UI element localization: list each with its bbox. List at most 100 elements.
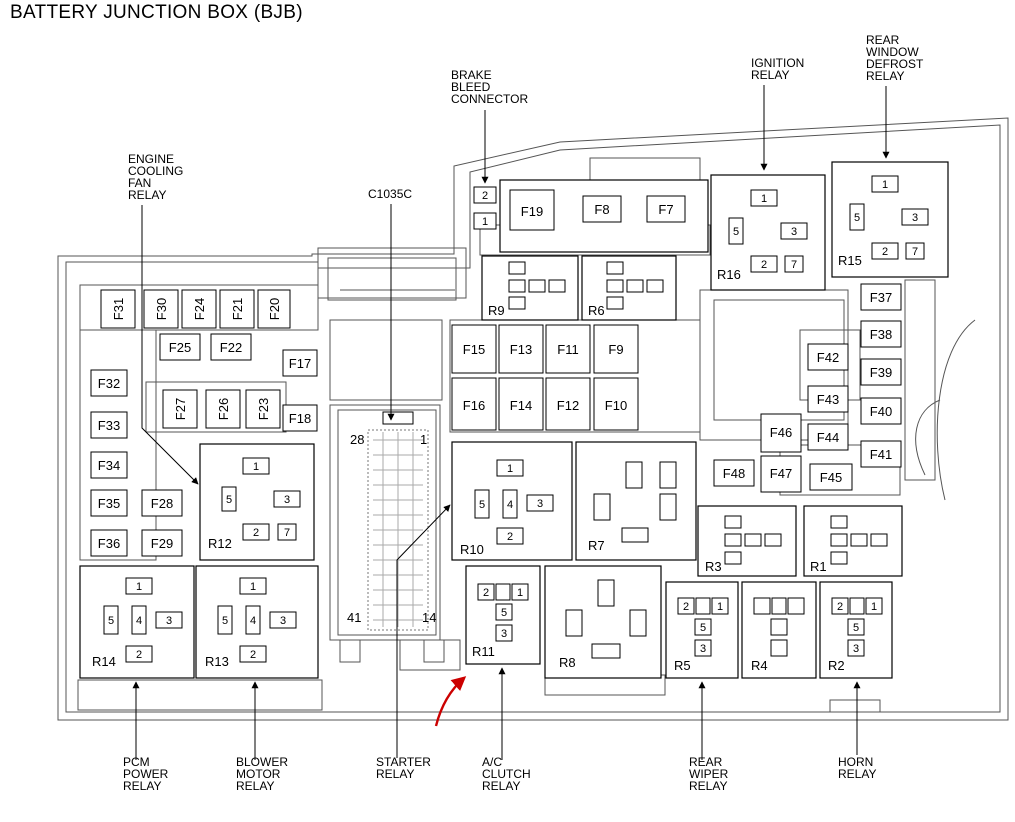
svg-text:2: 2: [761, 259, 767, 271]
svg-text:R15: R15: [838, 253, 862, 268]
svg-text:F46: F46: [770, 425, 792, 440]
svg-text:R9: R9: [488, 303, 505, 318]
relay-R7: R7: [575, 441, 697, 561]
fuse-F38: F38: [860, 320, 902, 348]
svg-text:5: 5: [853, 622, 859, 634]
fuse-F13: F13: [498, 324, 544, 374]
svg-text:R16: R16: [717, 267, 741, 282]
svg-text:F41: F41: [870, 447, 892, 462]
fuse-F19: F19: [509, 189, 555, 231]
fuse-F20: F20: [257, 289, 291, 329]
relay-R4: R4: [741, 581, 817, 679]
svg-text:2: 2: [882, 246, 888, 258]
svg-text:R3: R3: [705, 559, 722, 574]
fuse-F36: F36: [90, 529, 128, 557]
svg-text:7: 7: [912, 246, 918, 258]
relay-R1: R1: [803, 505, 903, 577]
callout-c1035c: C1035C: [368, 187, 412, 421]
svg-text:F31: F31: [111, 298, 126, 320]
fuse-F35: F35: [90, 489, 128, 517]
svg-text:2: 2: [250, 649, 256, 661]
svg-text:1: 1: [253, 461, 259, 473]
svg-text:1: 1: [517, 587, 523, 599]
svg-text:3: 3: [853, 643, 859, 655]
svg-text:F40: F40: [870, 404, 892, 419]
svg-text:F14: F14: [510, 398, 532, 413]
svg-text:R2: R2: [828, 658, 845, 673]
fuse-F31: F31: [100, 289, 136, 329]
svg-text:F21: F21: [230, 298, 245, 320]
svg-text:R8: R8: [559, 655, 576, 670]
fuse-F23: F23: [245, 389, 281, 429]
relay-R8: R8: [544, 565, 662, 679]
svg-text:41: 41: [347, 610, 361, 625]
svg-text:1: 1: [717, 601, 723, 613]
svg-text:1: 1: [482, 216, 488, 228]
fuse-F29: F29: [141, 529, 183, 557]
relay-R15: 1 5 3 2 7 R15: [831, 161, 949, 278]
fuse-F27: F27: [162, 389, 198, 429]
svg-text:F23: F23: [256, 398, 271, 420]
svg-text:3: 3: [284, 494, 290, 506]
svg-text:28: 28: [350, 432, 364, 447]
svg-text:7: 7: [284, 527, 290, 539]
fuse-F16: F16: [451, 377, 497, 431]
fuse-F45: F45: [809, 463, 853, 491]
svg-text:5: 5: [108, 615, 114, 627]
svg-text:F29: F29: [151, 536, 173, 551]
svg-text:F20: F20: [267, 298, 282, 320]
fuse-F15: F15: [451, 324, 497, 374]
fuse-F18: F18: [282, 404, 318, 432]
svg-text:2: 2: [482, 190, 488, 202]
svg-text:F13: F13: [510, 342, 532, 357]
svg-text:2: 2: [253, 527, 259, 539]
svg-text:3: 3: [537, 498, 543, 510]
svg-text:C1035C: C1035C: [368, 187, 412, 201]
svg-text:5: 5: [700, 622, 706, 634]
svg-text:2: 2: [136, 649, 142, 661]
svg-text:5: 5: [226, 494, 232, 506]
svg-text:3: 3: [700, 643, 706, 655]
svg-text:2: 2: [483, 587, 489, 599]
fuse-F17: F17: [282, 349, 318, 377]
fuse-F44: F44: [807, 423, 849, 451]
red-annotation-arrow-icon: [434, 676, 467, 727]
svg-text:5: 5: [733, 226, 739, 238]
svg-text:F32: F32: [98, 376, 120, 391]
svg-text:R12: R12: [208, 536, 232, 551]
svg-text:F48: F48: [723, 466, 745, 481]
svg-text:14: 14: [422, 610, 436, 625]
svg-text:R4: R4: [751, 658, 768, 673]
fuse-F14: F14: [498, 377, 544, 431]
fuse-F41: F41: [860, 440, 902, 468]
svg-text:5: 5: [854, 212, 860, 224]
brake-bleed-connector: 2 1: [473, 186, 497, 230]
fuse-F46: F46: [760, 413, 802, 453]
relay-R14: 1 5 4 3 2 R14: [79, 565, 195, 679]
svg-text:4: 4: [250, 615, 256, 627]
svg-text:3: 3: [280, 615, 286, 627]
svg-text:F26: F26: [216, 398, 231, 420]
svg-text:F38: F38: [870, 327, 892, 342]
fuse-F24: F24: [181, 289, 217, 329]
svg-text:R7: R7: [588, 538, 605, 553]
fuse-F7: F7: [646, 195, 686, 223]
svg-text:F35: F35: [98, 496, 120, 511]
svg-text:R14: R14: [92, 654, 116, 669]
svg-text:F9: F9: [608, 342, 623, 357]
svg-text:F22: F22: [220, 340, 242, 355]
svg-text:F16: F16: [463, 398, 485, 413]
svg-text:2: 2: [507, 531, 513, 543]
relay-R13: 1 5 4 3 2 R13: [195, 565, 319, 679]
svg-text:F33: F33: [98, 418, 120, 433]
svg-text:1: 1: [871, 601, 877, 613]
svg-text:F43: F43: [817, 392, 839, 407]
